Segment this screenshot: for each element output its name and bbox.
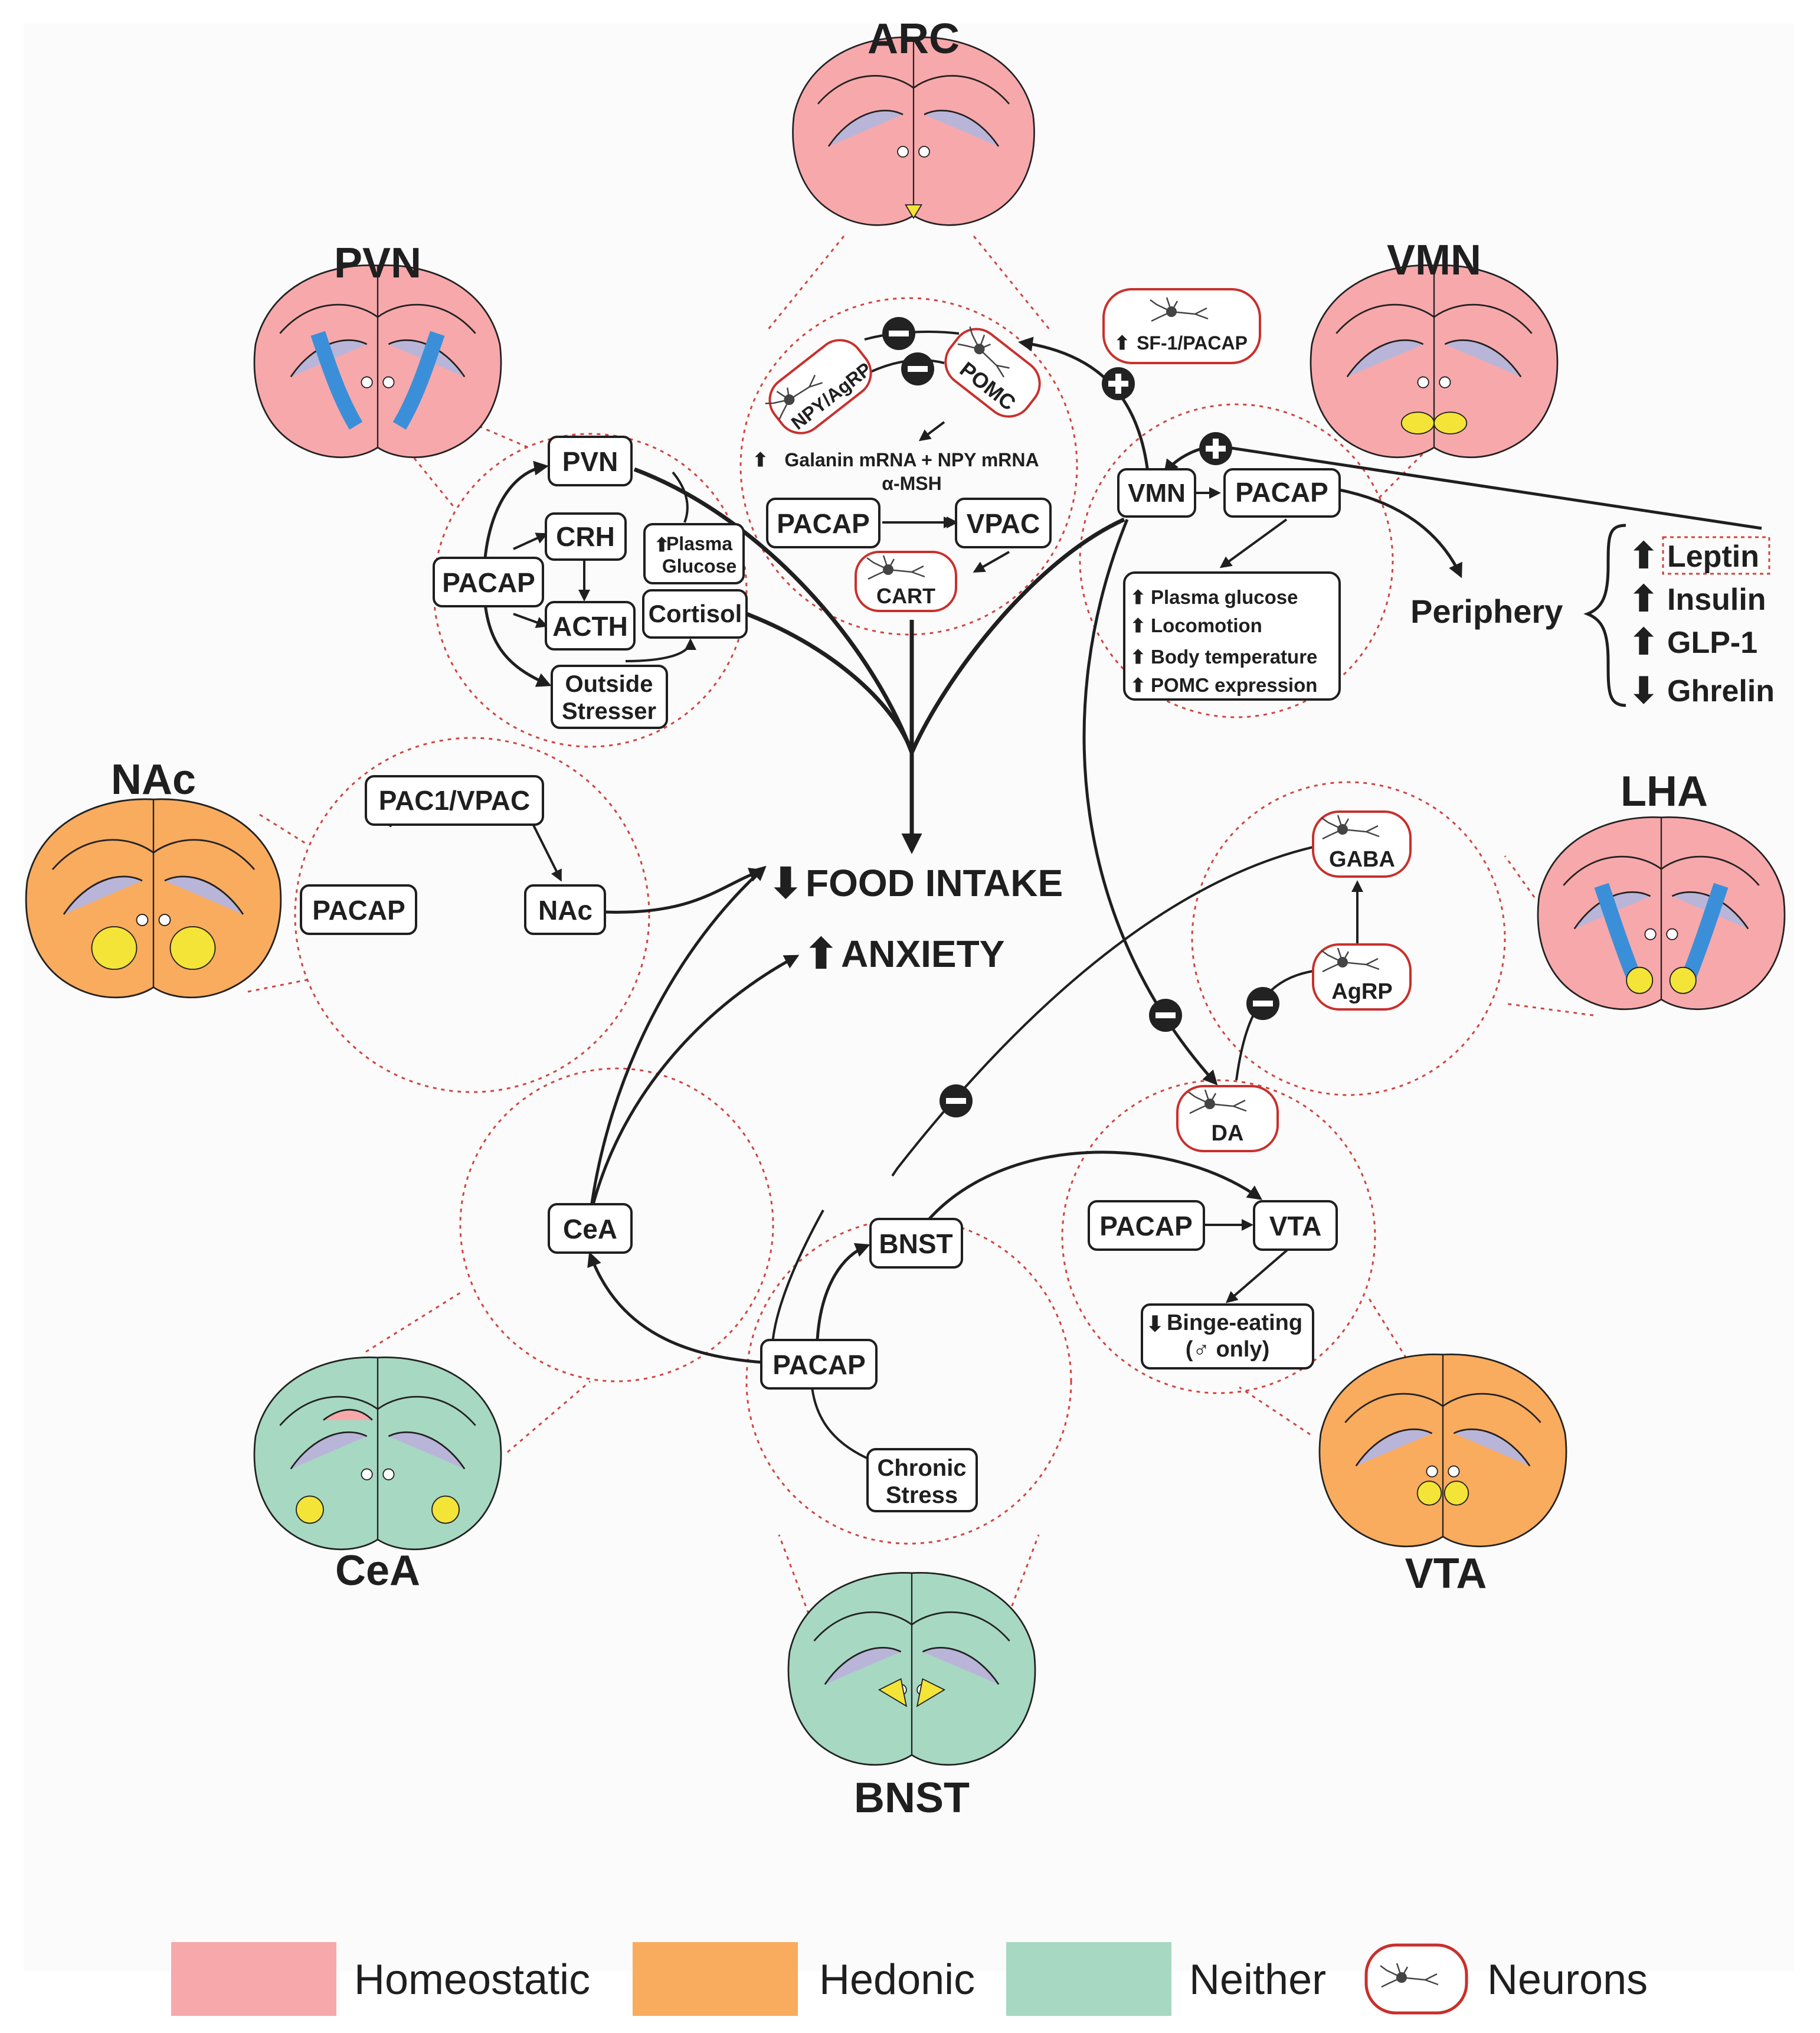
- effect-plasma-glucose: Plasma glucose: [1151, 586, 1298, 608]
- neuron-agrp: AgRP: [1331, 979, 1392, 1004]
- node-outside-2: Stresser: [562, 698, 656, 724]
- neuron-gaba: GABA: [1329, 847, 1395, 872]
- region-label-cea: CeA: [335, 1547, 420, 1594]
- brain-cea: [253, 1357, 502, 1551]
- minus-icon: [940, 1084, 973, 1117]
- minus-icon: [901, 352, 934, 385]
- minus-icon: [1149, 999, 1182, 1032]
- brain-nac: [25, 798, 282, 999]
- effect-pomc-expression: POMC expression: [1151, 674, 1317, 696]
- brain-vta: [1318, 1354, 1567, 1548]
- lha-cluster: GABA AgRP DA: [1176, 810, 1412, 1152]
- up-arrow-icon: ⬆: [1629, 579, 1658, 619]
- node-outside-1: Outside: [565, 671, 653, 697]
- node-pac1-vpac: PAC1/VPAC: [379, 785, 530, 816]
- node-chronic-2: Stress: [886, 1482, 958, 1508]
- region-label-vta: VTA: [1405, 1550, 1487, 1597]
- node-amsh: α-MSH: [882, 473, 941, 494]
- node-cortisol: Cortisol: [649, 600, 742, 627]
- node-crh: CRH: [556, 521, 615, 552]
- nac-cluster: PAC1/VPAC PACAP NAc: [300, 775, 606, 935]
- up-arrow-icon: ⬆: [1130, 646, 1146, 668]
- node-pvn: PVN: [562, 446, 618, 477]
- down-arrow-icon: ⬇: [1146, 1312, 1164, 1336]
- region-label-lha: LHA: [1621, 768, 1708, 815]
- node-plasma-glucose-2: Glucose: [662, 555, 736, 577]
- up-arrow-icon: ⬆: [1130, 615, 1146, 636]
- lower-cluster: CeA BNST PACAP Chronic Stress PACAP VTA …: [548, 1200, 1338, 1512]
- outcomes: ⬇ FOOD INTAKE ⬆ ANXIETY: [768, 860, 1063, 977]
- node-nac: NAc: [538, 895, 593, 926]
- legend-label-hedonic: Hedonic: [819, 1956, 975, 2003]
- node-acth: ACTH: [552, 611, 628, 642]
- brain-lha: [1537, 816, 1786, 1011]
- legend-label-homeostatic: Homeostatic: [354, 1956, 590, 2003]
- node-vta-pacap: PACAP: [1099, 1211, 1193, 1241]
- brain-pvn: [253, 264, 502, 459]
- brain-bnst: [787, 1572, 1036, 1766]
- hormone-brace: [1583, 524, 1626, 707]
- neuron-da: DA: [1212, 1121, 1244, 1146]
- node-cart: CART: [876, 584, 935, 608]
- up-arrow-icon: ⬆: [1629, 536, 1658, 576]
- node-vmn-pacap: PACAP: [1235, 477, 1328, 508]
- node-cea: CeA: [563, 1214, 617, 1244]
- region-label-nac: NAc: [111, 756, 196, 803]
- node-sf1-pacap: SF-1/PACAP: [1137, 332, 1248, 354]
- region-label-arc: ARC: [868, 15, 960, 63]
- region-label-bnst: BNST: [854, 1774, 970, 1822]
- node-pvn-pacap: PACAP: [442, 567, 535, 598]
- brain-arc: [792, 36, 1035, 226]
- legend-swatch-hedonic: [633, 1942, 798, 2016]
- up-arrow-icon: ⬆: [654, 534, 670, 555]
- node-galanin: Galanin mRNA + NPY mRNA: [784, 449, 1039, 470]
- up-arrow-icon: ⬆: [1130, 587, 1146, 608]
- legend-swatch-neither: [1006, 1942, 1171, 2016]
- outcome-food-intake: FOOD INTAKE: [806, 862, 1063, 904]
- up-arrow-icon: ⬆: [804, 931, 839, 977]
- node-periphery: Periphery: [1410, 593, 1563, 630]
- vmn-cluster: ⬆ SF-1/PACAP VMN PACAP ⬆ Plasma glucose …: [1102, 288, 1775, 710]
- region-label-pvn: PVN: [334, 240, 421, 287]
- arc-cluster: NPY/AgRP POMC ⬆ Galanin mRNA + NPY mRNA …: [752, 323, 1052, 612]
- node-bnst: BNST: [879, 1228, 952, 1259]
- up-arrow-icon: ⬆: [1130, 675, 1146, 696]
- effect-body-temperature: Body temperature: [1151, 646, 1317, 668]
- node-vta: VTA: [1269, 1211, 1322, 1241]
- leptin-highlight: [1662, 536, 1770, 575]
- hormone-glp1: GLP-1: [1667, 626, 1757, 660]
- pvn-cluster: PVN CRH PACAP ACTH ⬆ Plasma Glucose Cort…: [433, 436, 748, 729]
- node-chronic-1: Chronic: [877, 1455, 966, 1481]
- outcome-anxiety: ANXIETY: [841, 933, 1004, 975]
- up-arrow-icon: ⬆: [752, 449, 768, 470]
- down-arrow-icon: ⬇: [1629, 671, 1658, 710]
- node-binge-2: (♂ only): [1186, 1337, 1269, 1362]
- plus-icon: [1102, 367, 1135, 400]
- minus-icon: [1246, 987, 1279, 1020]
- up-arrow-icon: ⬆: [1114, 332, 1130, 354]
- region-label-vmn: VMN: [1387, 237, 1481, 284]
- legend-label-neither: Neither: [1189, 1956, 1326, 2003]
- legend: Homeostatic Hedonic Neither Neurons: [171, 1942, 1648, 2016]
- plus-icon: [1199, 432, 1232, 465]
- node-vmn: VMN: [1128, 479, 1186, 508]
- hormone-insulin: Insulin: [1667, 583, 1766, 617]
- regulation-badges: [882, 317, 1279, 1117]
- node-arc-pacap: PACAP: [777, 508, 870, 539]
- node-bnst-pacap: PACAP: [772, 1349, 866, 1380]
- node-nac-pacap: PACAP: [312, 895, 405, 926]
- node-vpac: VPAC: [967, 508, 1040, 539]
- hormone-ghrelin: Ghrelin: [1667, 674, 1775, 708]
- down-arrow-icon: ⬇: [768, 860, 803, 906]
- minus-icon: [882, 317, 915, 350]
- effect-locomotion: Locomotion: [1151, 615, 1262, 636]
- up-arrow-icon: ⬆: [1629, 622, 1658, 662]
- brain-vmn: [1310, 264, 1559, 459]
- hormone-leptin: Leptin: [1667, 540, 1759, 574]
- node-plasma-glucose-1: Plasma: [666, 533, 732, 554]
- legend-label-neurons: Neurons: [1487, 1956, 1648, 2003]
- legend-swatch-homeostatic: [171, 1942, 336, 2016]
- node-binge-1: Binge-eating: [1167, 1310, 1302, 1335]
